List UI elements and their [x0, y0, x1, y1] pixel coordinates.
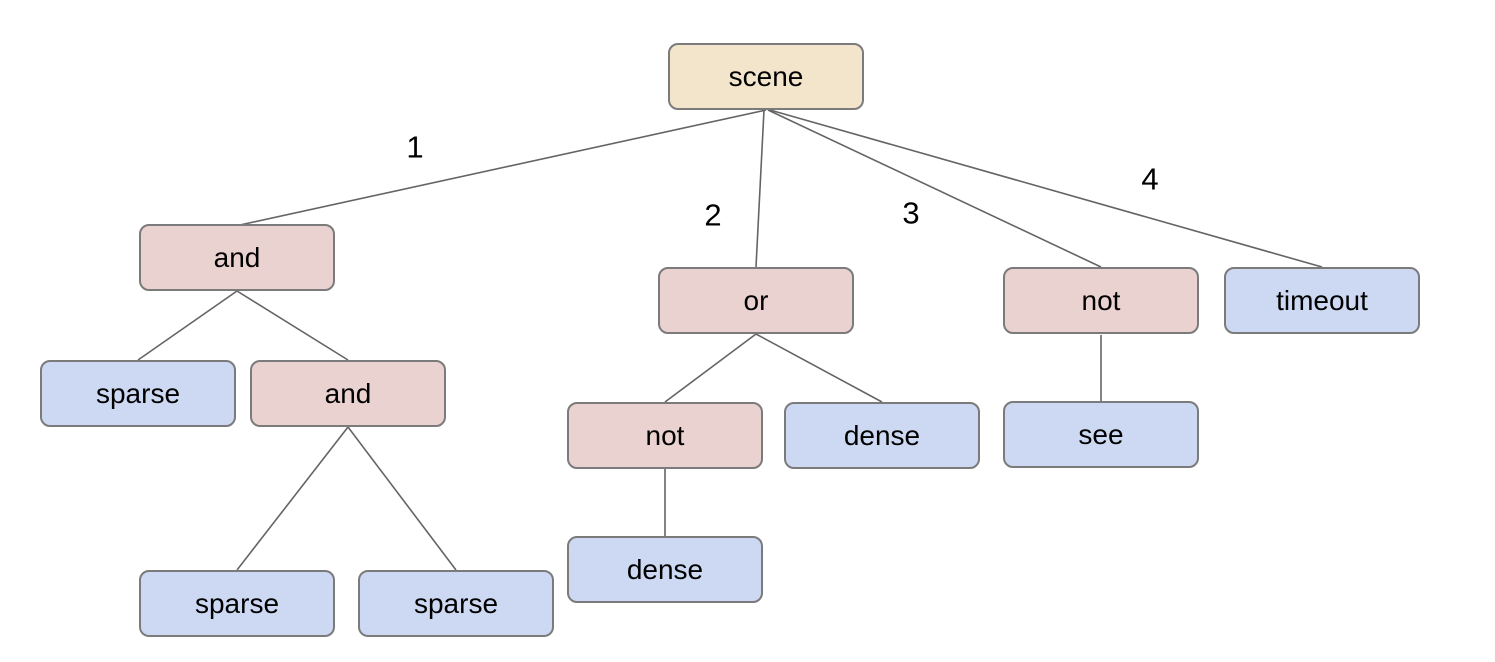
- edge-and-sparse-bottom-right: [347, 426, 457, 571]
- node-sparse-left: sparse: [40, 360, 236, 427]
- edge-and-sparse-bottom-left: [236, 426, 349, 571]
- node-see: see: [1003, 401, 1199, 468]
- node-sparse-bottom-right: sparse: [358, 570, 554, 637]
- node-sparse-bottom-left: sparse: [139, 570, 335, 637]
- edge-and-sparse-left: [137, 290, 238, 361]
- node-dense-mid: dense: [784, 402, 980, 469]
- edge-label-branch-4: 4: [1141, 161, 1159, 197]
- node-or: or: [658, 267, 854, 334]
- edge-scene-and-left: [239, 109, 767, 226]
- edge-scene-not-right: [767, 109, 1102, 268]
- edge-label-branch-3: 3: [902, 195, 920, 231]
- node-not-right: not: [1003, 267, 1199, 334]
- edge-label-branch-1: 1: [406, 129, 424, 165]
- node-dense-bottom: dense: [567, 536, 763, 603]
- edge-or-not-mid: [664, 333, 757, 403]
- node-timeout: timeout: [1224, 267, 1420, 334]
- edge-or-dense-mid: [755, 333, 883, 403]
- node-not-mid: not: [567, 402, 763, 469]
- node-and-left: and: [139, 224, 335, 291]
- node-and-nested: and: [250, 360, 446, 427]
- edge-scene-timeout: [769, 109, 1323, 268]
- edge-label-branch-2: 2: [704, 197, 722, 233]
- edge-scene-or: [755, 109, 765, 268]
- node-scene: scene: [668, 43, 864, 110]
- edge-and-and-nested: [236, 290, 349, 361]
